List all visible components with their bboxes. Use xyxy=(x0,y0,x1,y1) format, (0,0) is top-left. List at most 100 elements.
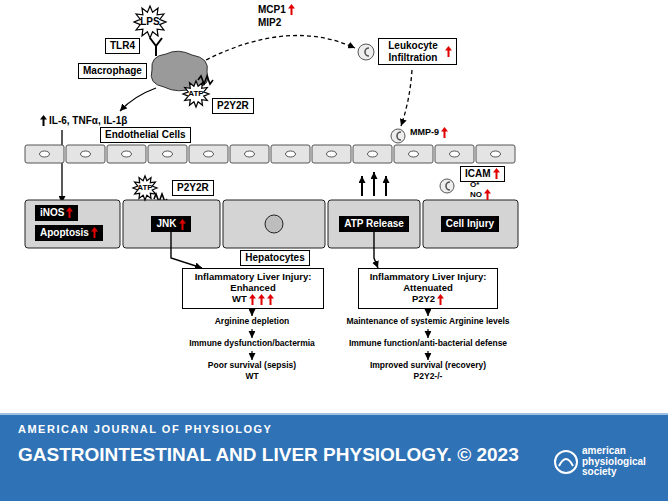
chemotaxis-arrow xyxy=(206,36,355,61)
node-text: JNK xyxy=(156,218,176,230)
node-text: P2Y2 xyxy=(412,294,435,305)
ligand-star xyxy=(133,176,157,200)
nucleus xyxy=(81,151,91,157)
node-text: Macrophage xyxy=(83,65,142,77)
flow-text: Arginine depletion xyxy=(215,317,290,327)
nucleus xyxy=(40,151,50,157)
endothelial-cell xyxy=(271,145,310,163)
label-text: ATP xyxy=(137,183,152,192)
label-text: IL-6, TNFα, IL-1β xyxy=(49,115,127,127)
flow-connector xyxy=(171,232,202,268)
journal-band xyxy=(0,415,668,501)
mediator-box: iNOS xyxy=(35,205,78,221)
flow-arrow xyxy=(251,351,252,360)
nucleus xyxy=(286,151,296,157)
flow-text: Immune function/anti-bacterial defense xyxy=(349,339,507,349)
label-text: O* xyxy=(470,180,479,189)
node-text: Inflammatory Liver Injury: Enhanced xyxy=(189,272,317,294)
nucleus xyxy=(204,151,214,157)
process-box: Leukocyte Infiltration xyxy=(378,38,457,65)
endothelial-cell xyxy=(189,145,228,163)
endothelial-cell xyxy=(66,145,105,163)
flow-text: P2Y2-/- xyxy=(414,372,443,382)
process-box: ATP Release xyxy=(339,216,409,232)
label-text: GASTROINTESTINAL AND LIVER PHYSIOLOGY. ©… xyxy=(18,444,519,466)
journal-section: GASTROINTESTINAL AND LIVER PHYSIOLOGY. ©… xyxy=(18,444,519,466)
endothelial-cell xyxy=(25,145,64,163)
label-text: american physiological society xyxy=(582,446,650,478)
text-row: Inflammatory Liver Injury: Enhanced xyxy=(189,272,317,294)
ligand-stars xyxy=(133,6,209,200)
nucleus xyxy=(327,151,337,157)
cytokine-arrow xyxy=(61,130,62,203)
nucleus xyxy=(163,151,173,157)
chemokine-label: MCP1 xyxy=(258,4,295,16)
text-row: P2Y2R xyxy=(177,182,209,194)
journal-name: AMERICAN JOURNAL OF PHYSIOLOGY xyxy=(18,423,272,436)
label-text: Improved survival (recovery) xyxy=(370,361,486,371)
node-text: P2Y2R xyxy=(177,182,209,194)
tlr4-receptor xyxy=(150,38,162,56)
flow-arrow xyxy=(427,329,428,338)
cell-label: Endothelial Cells xyxy=(100,127,191,143)
process-box: Cell Injury xyxy=(441,216,499,232)
text-row: Cell Injury xyxy=(446,218,494,230)
up-arrow xyxy=(288,4,295,15)
label-text: AMERICAN JOURNAL OF PHYSIOLOGY xyxy=(18,423,272,436)
endothelial-cell xyxy=(435,145,474,163)
nucleus xyxy=(368,151,378,157)
endothelial-cell xyxy=(148,145,187,163)
flow-arrow xyxy=(251,329,252,338)
text-row: Macrophage xyxy=(83,65,142,77)
node-text: Leukocyte Infiltration xyxy=(383,40,443,63)
nucleus xyxy=(245,151,255,157)
up-arrow xyxy=(267,294,274,305)
nucleus xyxy=(409,151,419,157)
endothelium xyxy=(25,145,515,163)
flow-text: Poor survival (sepsis) xyxy=(208,361,296,371)
node-text: ATP Release xyxy=(344,218,404,230)
text-row: Endothelial Cells xyxy=(105,129,186,141)
node-text: TLR4 xyxy=(110,40,135,52)
label-text: Poor survival (sepsis) xyxy=(208,361,296,371)
flow-arrow xyxy=(427,311,428,316)
node-text: Cell Injury xyxy=(446,218,494,230)
society-name: american physiological society xyxy=(582,446,650,478)
outcome-box: Inflammatory Liver Injury: EnhancedWT xyxy=(182,268,324,309)
hepatocyte-row xyxy=(25,200,518,248)
text-row: TLR4 xyxy=(110,40,135,52)
infiltration-arrow xyxy=(401,70,412,126)
up-arrow xyxy=(445,46,452,57)
cytokine-label: IL-6, TNFα, IL-1β xyxy=(40,115,127,127)
label-text: MMP-9 xyxy=(410,127,439,137)
text-row: WT xyxy=(232,294,274,305)
text-row: ICAM xyxy=(465,168,500,180)
ligand-label: LPS xyxy=(140,16,159,28)
up-arrow xyxy=(437,294,444,305)
up-arrow xyxy=(258,294,265,305)
label-text: WT xyxy=(245,372,258,382)
receptor-label: P2Y2R xyxy=(212,98,254,114)
ligand-star xyxy=(134,6,166,38)
text-row: P2Y2 xyxy=(412,294,444,305)
up-arrow xyxy=(249,294,256,305)
text-row: Inflammatory Liver Injury: Attenuated xyxy=(364,272,492,294)
text-row: Leukocyte Infiltration xyxy=(383,40,452,63)
text-row: JNK xyxy=(156,218,185,230)
cytokine-arrow xyxy=(120,88,156,111)
label-text: LPS xyxy=(140,16,159,28)
p2y2-receptor xyxy=(198,76,213,84)
outcome-box: Inflammatory Liver Injury: AttenuatedP2Y… xyxy=(358,268,498,309)
leukocyte xyxy=(358,44,454,193)
radical-label: O* xyxy=(470,180,479,189)
text-row: iNOS xyxy=(40,207,73,219)
up-arrow xyxy=(493,168,500,179)
mediator-box: Apoptosis xyxy=(35,225,103,241)
radical-label: NO xyxy=(470,189,491,200)
band-rule xyxy=(0,413,668,415)
label-text: P2Y2-/- xyxy=(414,372,443,382)
endothelial-cell xyxy=(394,145,433,163)
node-text: iNOS xyxy=(40,207,64,219)
endothelial-cell xyxy=(107,145,146,163)
flow-connector xyxy=(374,232,378,268)
